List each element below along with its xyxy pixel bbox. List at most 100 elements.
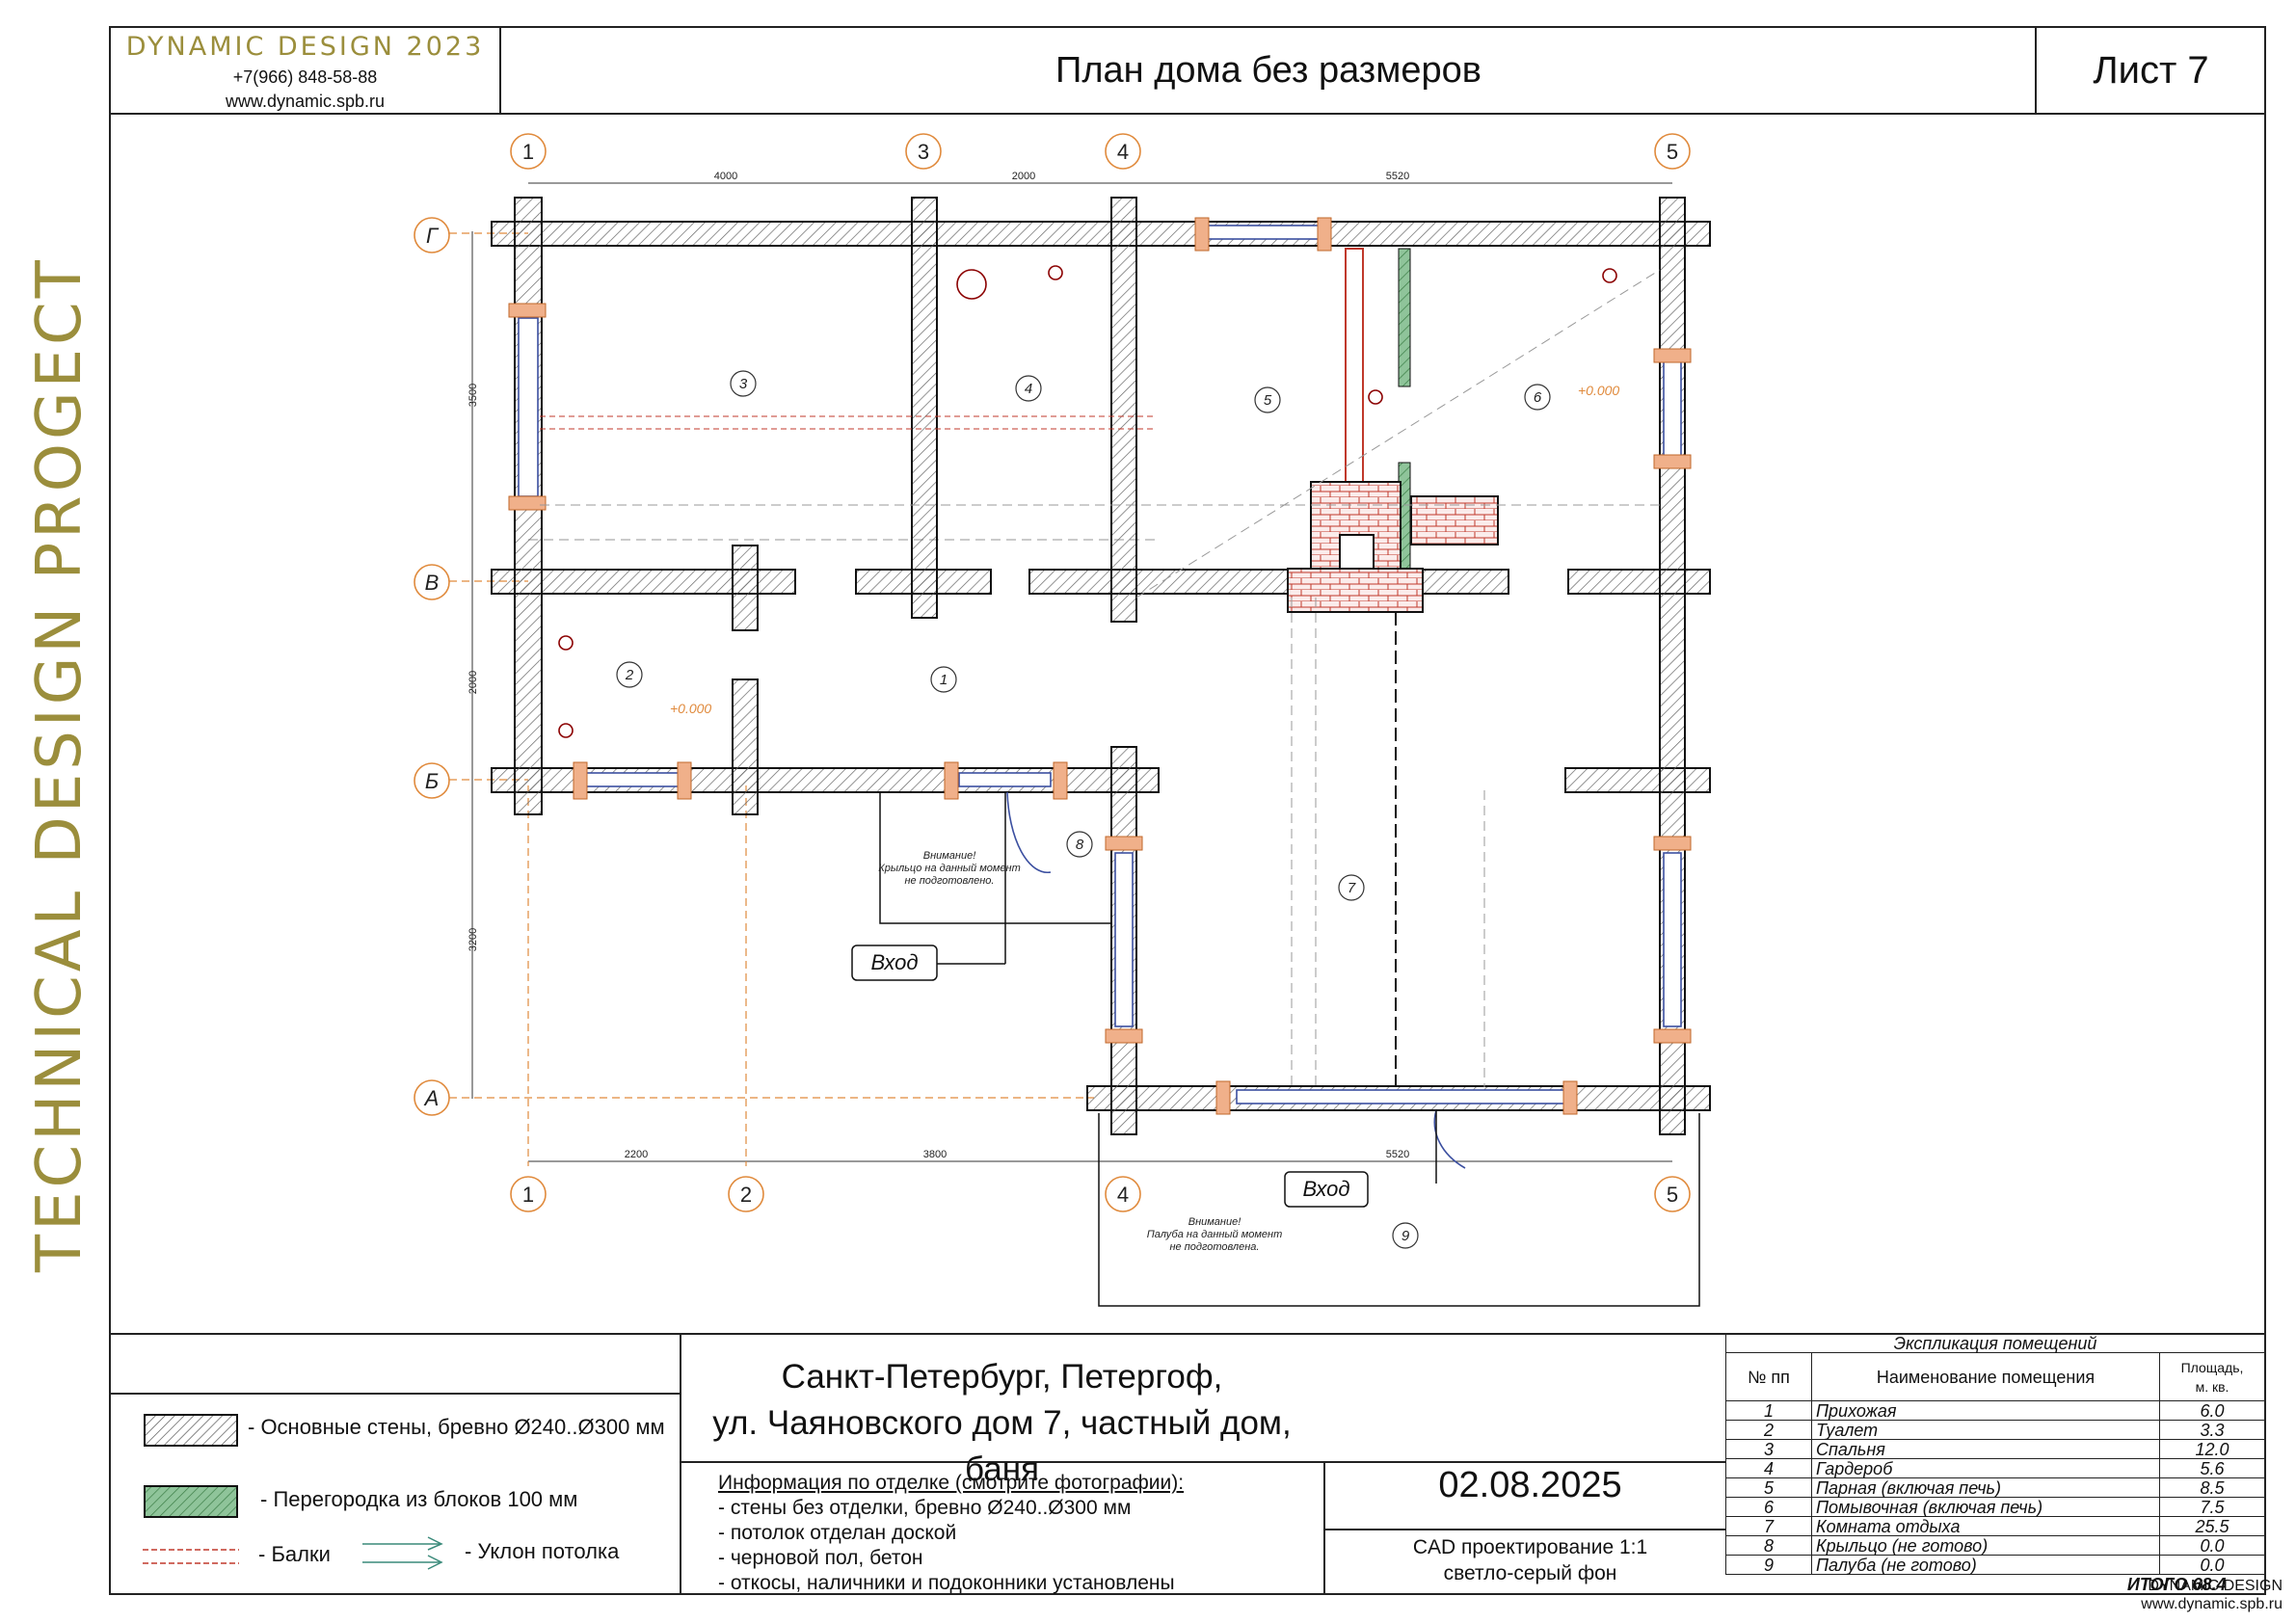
dim-left-3: 3200 xyxy=(467,928,479,951)
finish-item-2: - потолок отделан доской xyxy=(718,1522,957,1544)
explication-row-name: Палуба (не готово) xyxy=(1811,1555,2160,1575)
explication-total: ИТОГО 68.4 xyxy=(1726,1575,2265,1594)
entrance-label-1: Вход xyxy=(870,950,918,974)
titleblock-sep-legend xyxy=(680,1333,681,1595)
explication-row-area: 0.0 xyxy=(2159,1535,2265,1556)
legend-top-line xyxy=(109,1393,681,1395)
explication-col-area-line-2: м. кв. xyxy=(2195,1378,2229,1395)
porch-note-line-2: Крыльцо на данный момент xyxy=(878,863,1020,874)
axis-bottom-5: 5 xyxy=(1667,1183,1678,1207)
page-title: План дома без размеров xyxy=(1055,49,1482,91)
brand-name: DYNAMIC DESIGN 2023 xyxy=(125,32,485,62)
dim-left-1: 3500 xyxy=(467,384,479,407)
brand-site: www.dynamic.spb.ru xyxy=(225,92,386,111)
hidden-lines xyxy=(540,269,1661,1087)
window-frames xyxy=(508,217,1692,1115)
axis-left-a: А xyxy=(423,1086,440,1110)
explication-row-area: 3.3 xyxy=(2159,1420,2265,1440)
legend-slope-swatch xyxy=(362,1536,443,1570)
cad-line-1: CAD проектирование 1:1 xyxy=(1412,1536,1648,1558)
room-3: 3 xyxy=(739,376,748,392)
dim-bottom-1: 2200 xyxy=(625,1149,648,1160)
sheet-number: Лист 7 xyxy=(2093,48,2209,92)
cad-line-2: светло-серый фон xyxy=(1443,1562,1617,1584)
explication-row-name: Гардероб xyxy=(1811,1458,2160,1478)
cad-info: CAD проектирование 1:1 светло-серый фон xyxy=(1325,1534,1735,1586)
address-block: Санкт-Петербург, Петергоф, ул. Чаяновско… xyxy=(681,1354,1322,1493)
header-sep-2 xyxy=(2035,26,2037,115)
explication-row-name: Крыльцо (не готово) xyxy=(1811,1535,2160,1556)
explication-row-area: 7.5 xyxy=(2159,1497,2265,1517)
header-sep-1 xyxy=(499,26,501,115)
explication-row-number: 9 xyxy=(1725,1555,1812,1575)
axis-left-b: Б xyxy=(425,769,439,793)
explication-table: Экспликация помещений № пп Наименование … xyxy=(1725,1333,2265,1593)
explication-row-area: 0.0 xyxy=(2159,1555,2265,1575)
date-sep xyxy=(1323,1461,1325,1595)
explication-row-name: Помывочная (включая печь) xyxy=(1811,1497,2160,1517)
doors xyxy=(1006,791,1466,1169)
room-5: 5 xyxy=(1264,392,1272,409)
explication-row-number: 8 xyxy=(1725,1535,1812,1556)
legend-walls: - Основные стены, бревно Ø240..Ø300 мм xyxy=(248,1415,665,1439)
room-2: 2 xyxy=(625,667,634,683)
explication-row-area: 12.0 xyxy=(2159,1439,2265,1459)
explication-row-number: 5 xyxy=(1725,1477,1812,1498)
axis-bottom-4: 4 xyxy=(1117,1183,1129,1207)
axis-top-5: 5 xyxy=(1667,140,1678,164)
explication-col-area: Площадь, м. кв. xyxy=(2159,1352,2265,1401)
level-mark-1: +0.000 xyxy=(1578,383,1619,398)
footer-brand-name: DYNAMIC DESIGN xyxy=(2148,1578,2283,1594)
dimension-lines xyxy=(471,182,1672,1162)
explication-row-name: Спальня xyxy=(1811,1439,2160,1459)
porch-outline xyxy=(879,792,1700,1307)
utility-points xyxy=(558,265,1617,738)
dim-bottom-2: 3800 xyxy=(923,1149,947,1160)
room-6: 6 xyxy=(1534,389,1542,406)
footer-brand: DYNAMIC DESIGN www.dynamic.spb.ru xyxy=(2141,1577,2283,1613)
legend-slope: - Уклон потолка xyxy=(465,1539,620,1563)
finish-item-3: - черновой пол, бетон xyxy=(718,1547,923,1569)
explication-row-number: 1 xyxy=(1725,1400,1812,1421)
finish-info: Информация по отделке (смотрите фотограф… xyxy=(718,1471,1316,1596)
address-line-1: Санкт-Петербург, Петергоф, xyxy=(781,1358,1223,1396)
legend-partition-swatch xyxy=(144,1485,238,1518)
brand-phone: +7(966) 848-58-88 xyxy=(232,67,378,87)
legend-wall-swatch xyxy=(144,1414,238,1447)
porch-note-line-1: Внимание! xyxy=(923,850,976,862)
legend-partition: - Перегородка из блоков 100 мм xyxy=(260,1487,578,1511)
room-1: 1 xyxy=(940,672,948,688)
explication-col-area-line-1: Площадь, xyxy=(2180,1359,2244,1375)
dim-bottom-3: 5520 xyxy=(1386,1149,1409,1160)
explication-row-name: Парная (включая печь) xyxy=(1811,1477,2160,1498)
dim-top-2: 2000 xyxy=(1012,171,1035,182)
main-walls xyxy=(491,197,1711,1135)
legend-swatches xyxy=(143,1414,239,1564)
dim-top-3: 5520 xyxy=(1386,171,1409,182)
deck-note-line-2: Палуба на данный момент xyxy=(1147,1229,1282,1240)
legend-beam-swatch xyxy=(143,1549,239,1564)
room-8: 8 xyxy=(1076,837,1084,853)
explication-row-name: Комната отдыха xyxy=(1811,1516,2160,1536)
room-7: 7 xyxy=(1348,880,1356,896)
axis-bottom-1: 1 xyxy=(522,1183,534,1207)
explication-row-number: 2 xyxy=(1725,1420,1812,1440)
header-divider xyxy=(109,113,2266,115)
explication-row-area: 5.6 xyxy=(2159,1458,2265,1478)
explication-col-name: Наименование помещения xyxy=(1811,1352,2160,1401)
titleblock-top-line xyxy=(109,1333,2266,1335)
explication-row-area: 25.5 xyxy=(2159,1516,2265,1536)
room-4: 4 xyxy=(1025,381,1032,397)
sheet-frame xyxy=(109,26,2266,1595)
dim-left-2: 2000 xyxy=(467,671,479,694)
address-line-2: ул. Чаяновского дом 7, частный дом, баня xyxy=(712,1404,1292,1488)
explication-row-name: Туалет xyxy=(1811,1420,2160,1440)
brand-block: DYNAMIC DESIGN 2023 +7(966) 848-58-88 ww… xyxy=(109,26,501,115)
